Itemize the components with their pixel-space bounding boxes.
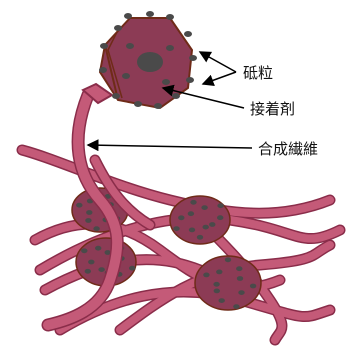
abrasive-grain <box>114 25 122 31</box>
abrasive-grain <box>99 67 107 73</box>
abrasive-grain <box>237 276 243 281</box>
abrasive-grain <box>233 304 239 309</box>
abrasive-grain <box>178 215 184 220</box>
label-abrasive-grain: 砥粒 <box>243 64 273 82</box>
abrasive-grain <box>85 218 91 223</box>
abrasive-grain <box>126 43 134 49</box>
abrasive-grain <box>134 101 142 107</box>
abrasive-grain <box>81 248 87 253</box>
abrasive-grain <box>203 225 209 230</box>
abrasive-grain <box>98 267 104 272</box>
abrasive-grain <box>225 257 231 262</box>
abrasive-grain <box>154 103 162 109</box>
abrasive-grain <box>162 79 170 85</box>
abrasive-grain <box>122 73 130 79</box>
abrasive-grain <box>129 266 135 271</box>
abrasive-grain <box>100 43 108 49</box>
abrasive-grain <box>209 222 215 227</box>
abrasive-grain <box>85 269 91 274</box>
abrasive-grain <box>186 77 194 83</box>
abrasive-grain <box>184 31 192 37</box>
abrasive-grain <box>88 260 94 265</box>
abrasive-grain <box>201 205 207 210</box>
synthetic-fiber-web <box>22 150 340 340</box>
abrasive-grain <box>93 226 99 231</box>
abrasive-grain <box>86 210 92 215</box>
abrasive-grain <box>190 200 196 205</box>
abrasive-grain <box>213 282 219 287</box>
abrasive-grain <box>217 203 223 208</box>
label-synthetic-fiber: 合成繊維 <box>258 140 318 158</box>
abrasive-grain <box>189 228 195 233</box>
abrasive-grain <box>188 211 194 216</box>
abrasive-grain <box>217 215 223 220</box>
abrasive-grain <box>197 235 203 240</box>
abrasive-grain <box>166 14 174 20</box>
abrasive-grain <box>172 93 180 99</box>
abrasive-grain <box>146 11 154 17</box>
abrasive-grain <box>238 290 244 295</box>
abrasive-grain <box>95 246 101 251</box>
abrasive-grain <box>219 298 225 303</box>
abrasive-grain <box>76 203 82 208</box>
abrasive-grain <box>124 13 132 19</box>
abrasive-grain <box>216 270 222 275</box>
abrasive-grain <box>166 45 174 51</box>
adhesive-clump <box>195 256 261 310</box>
adhesive-grain-cluster <box>83 11 197 109</box>
abrasive-grain <box>236 266 242 271</box>
label-adhesive: 接着剤 <box>250 100 295 118</box>
abrasive-grain <box>214 289 220 294</box>
abrasive-grain <box>112 93 120 99</box>
abrasive-grain <box>189 55 197 61</box>
abrasive-grain <box>173 226 179 231</box>
abrasive-grain <box>203 273 209 278</box>
abrasive-grain <box>250 284 256 289</box>
